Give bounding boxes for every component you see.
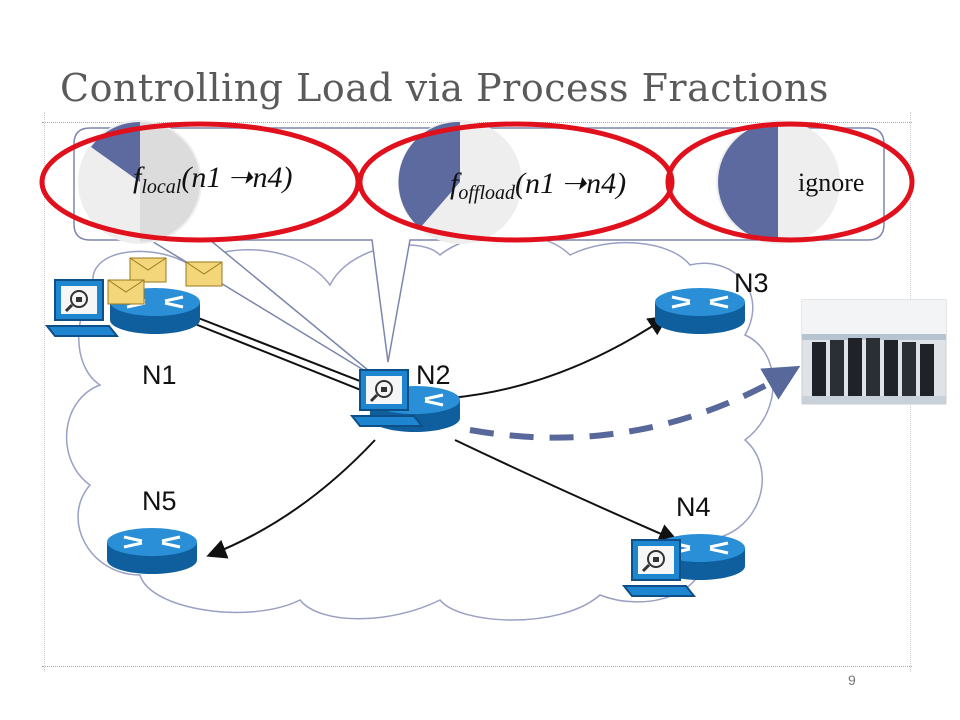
node-label-n1: N1: [142, 360, 177, 390]
highlight-offload: [357, 121, 675, 243]
fraction-local-label: flocal(n1 ➝n4): [133, 161, 293, 198]
fraction-ignore-label: ignore: [798, 168, 865, 197]
datacenter-image: [801, 299, 947, 405]
bottom-divider: [42, 666, 912, 667]
link-n2-n4: [454, 439, 679, 543]
fraction-offload-label: foffload(n1 ➝n4): [450, 167, 627, 204]
slide-title: Controlling Load via Process Fractions: [60, 66, 829, 110]
page-number: 9: [848, 672, 856, 688]
pie-ignore-icon: [716, 120, 840, 244]
left-rule: [44, 112, 45, 672]
node-label-n5: N5: [142, 486, 177, 516]
node-label-n3: N3: [734, 268, 769, 298]
router-n5-icon: [105, 526, 199, 576]
link-n2-n3: [449, 315, 669, 399]
offload-arrow: [469, 365, 801, 441]
envelope-icon: [107, 257, 223, 305]
link-n1-n2-b: [189, 321, 387, 401]
link-n1-n2: [187, 313, 389, 393]
link-n2-n5: [206, 439, 376, 559]
highlight-ignore: [665, 121, 915, 243]
fraction-callout: [73, 127, 885, 381]
node-label-n4: N4: [676, 492, 711, 522]
router-n3-icon: [653, 286, 747, 336]
pie-offload-icon: [398, 120, 522, 244]
node-label-n2: N2: [416, 360, 451, 390]
